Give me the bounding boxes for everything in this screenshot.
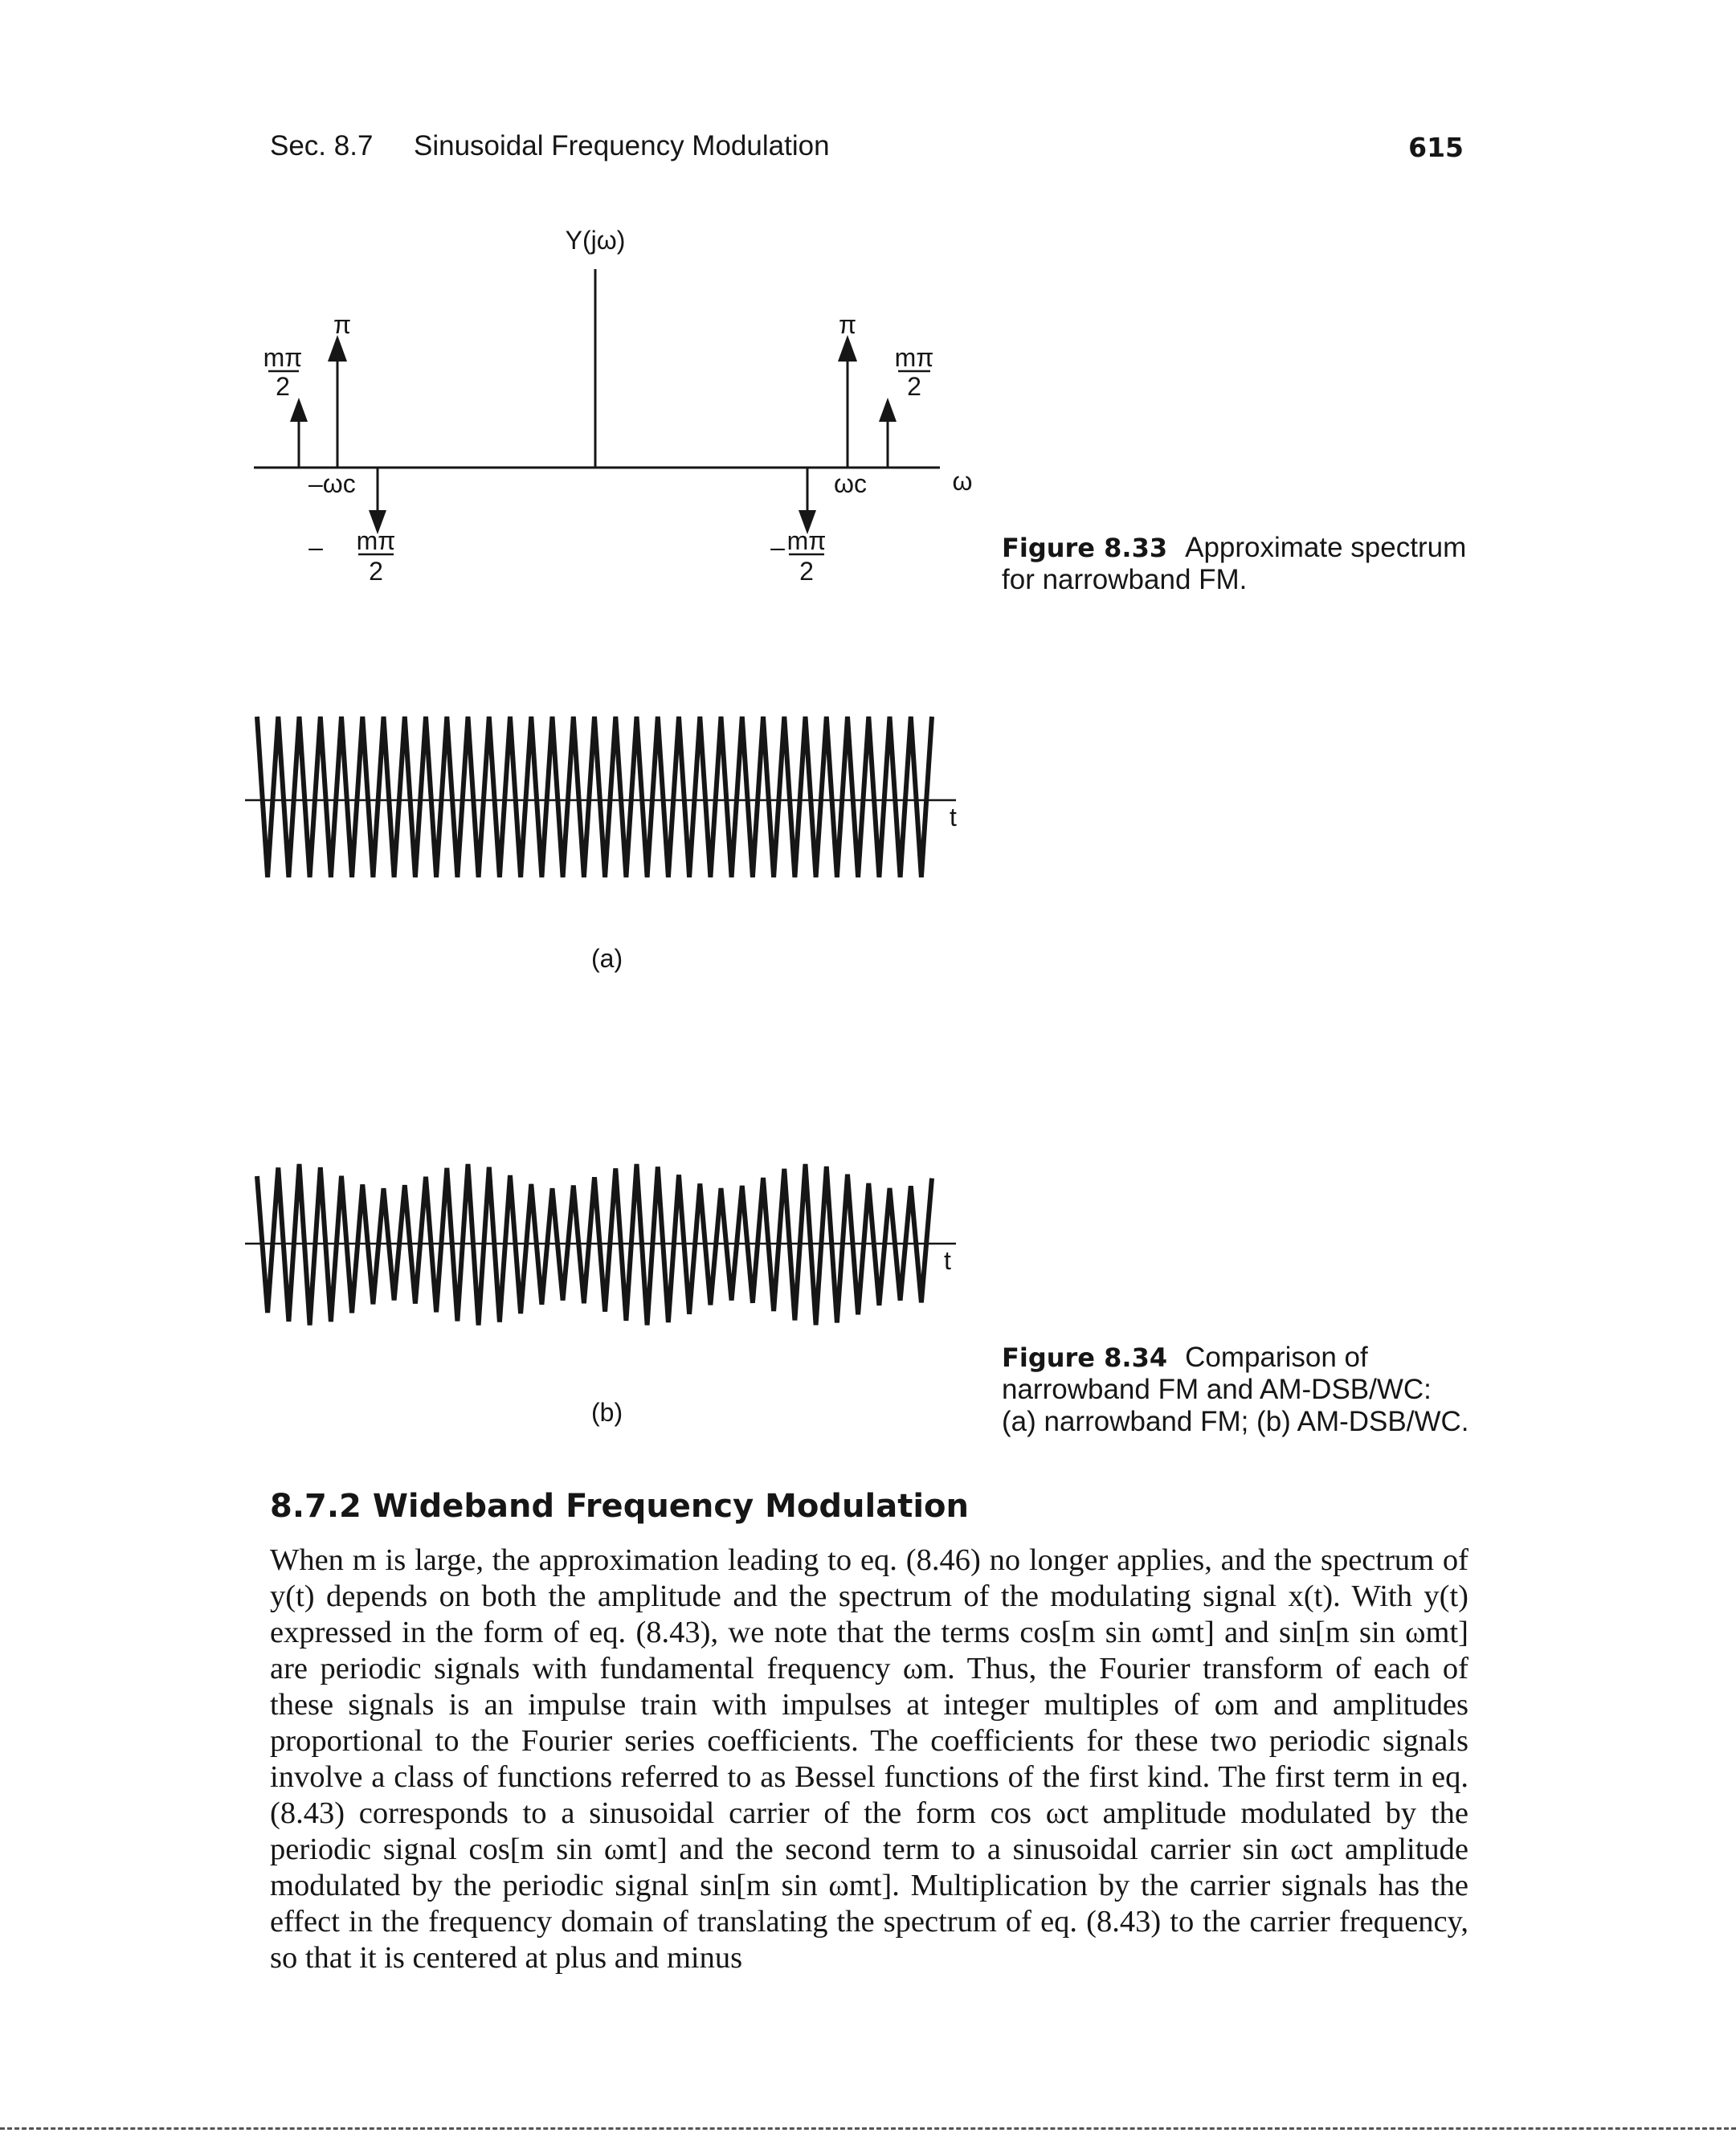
page-number: 615: [1408, 132, 1464, 163]
figure-8-33-caption-line-2: for narrowband FM.: [1002, 564, 1248, 595]
impulse-right-negative-sideband: [799, 468, 816, 534]
left-neg-sign: –: [308, 533, 323, 562]
body-paragraph: When m is large, the approximation leadi…: [270, 1542, 1468, 1976]
figure-8-34a-narrowband-fm: t: [245, 716, 957, 878]
left-pi-label: π: [333, 310, 351, 339]
figure-8-34b-am-dsb-wc: t: [245, 1163, 956, 1326]
page-bottom-rule: [0, 2127, 1736, 2130]
figure-8-34-caption-line-3: (a) narrowband FM; (b) AM-DSB/WC.: [1002, 1406, 1469, 1437]
impulse-left-carrier: [328, 335, 347, 468]
figure-8-33-spectrum: Y(jω) ω π π mπ 2 mπ 2 –ωc ωc – mπ 2 – mπ…: [254, 226, 973, 586]
left-neg-m-pi-numerator: mπ: [357, 526, 396, 555]
impulse-left-upper-sideband: [290, 398, 308, 468]
figure-8-33-caption: Figure 8.33 Approximate spectrum for narr…: [1002, 532, 1466, 596]
panel-b-label: (b): [591, 1398, 623, 1427]
figure-8-34-caption: Figure 8.34 Comparison of narrowband FM a…: [1002, 1342, 1469, 1438]
time-label-a: t: [950, 803, 957, 831]
figure-8-34-caption-line-2: narrowband FM and AM-DSB/WC:: [1002, 1374, 1432, 1405]
am-waveform: [255, 1163, 934, 1326]
panel-a-label: (a): [591, 944, 623, 973]
impulse-right-carrier: [838, 335, 857, 468]
right-neg-m-pi-denominator: 2: [799, 557, 814, 586]
fm-waveform: [255, 716, 934, 878]
neg-carrier-label: –ωc: [308, 469, 356, 498]
figure-8-34-number: Figure 8.34: [1002, 1342, 1168, 1373]
figure-8-33-number: Figure 8.33: [1002, 533, 1168, 563]
x-axis-label: ω: [953, 467, 973, 496]
left-m-pi-denominator: 2: [276, 372, 290, 401]
time-label-b: t: [944, 1246, 951, 1275]
header-title: Sinusoidal Frequency Modulation: [414, 130, 830, 161]
section-heading: 8.7.2 Wideband Frequency Modulation: [270, 1488, 969, 1525]
impulse-left-negative-sideband: [369, 468, 386, 534]
body-text: When m is large, the approximation leadi…: [270, 1543, 1468, 1975]
impulse-right-upper-sideband: [879, 398, 897, 468]
right-neg-sign: –: [770, 533, 785, 562]
left-neg-m-pi-denominator: 2: [369, 557, 383, 586]
y-axis-label: Y(jω): [566, 226, 626, 255]
left-m-pi-numerator: mπ: [263, 343, 303, 372]
header-section: Sec. 8.7: [270, 130, 374, 161]
pos-carrier-label: ωc: [834, 469, 867, 498]
right-neg-m-pi-numerator: mπ: [787, 526, 827, 555]
figure-8-34-caption-line-1: Comparison of: [1185, 1342, 1368, 1373]
right-m-pi-denominator: 2: [907, 372, 921, 401]
right-m-pi-numerator: mπ: [895, 343, 934, 372]
figure-8-33-caption-line-1: Approximate spectrum: [1185, 532, 1467, 563]
right-pi-label: π: [839, 310, 856, 339]
